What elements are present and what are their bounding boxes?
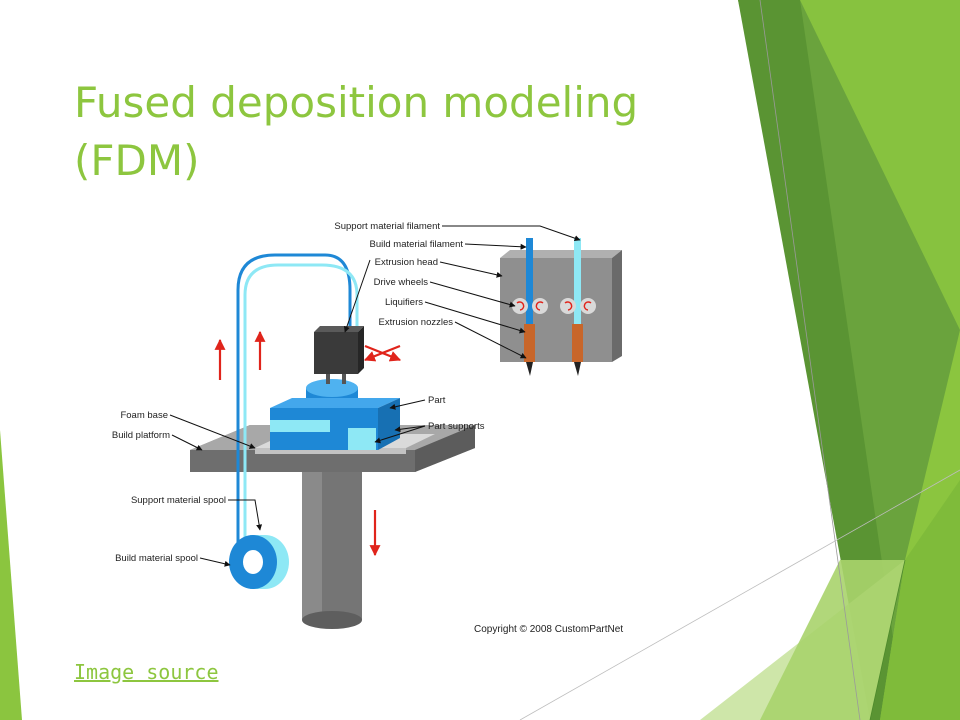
pedestal: [302, 465, 362, 629]
part: [270, 379, 400, 450]
label-build-material-filament: Build material filament: [370, 239, 464, 250]
label-drive-wheels: Drive wheels: [374, 277, 429, 288]
label-build-platform: Build platform: [112, 430, 170, 441]
leader-lines: [169, 225, 581, 567]
label-support-material-spool: Support material spool: [131, 495, 226, 506]
label-foam-base: Foam base: [120, 410, 168, 421]
label-part: Part: [428, 395, 446, 406]
filament-tubes: [236, 253, 359, 564]
label-part-supports: Part supports: [428, 421, 485, 432]
motion-arrows: [214, 330, 402, 557]
extrusion-head-detail: [500, 238, 622, 376]
title-line-2: (FDM): [74, 136, 200, 185]
copyright-text: Copyright © 2008 CustomPartNet: [474, 624, 623, 635]
slide-title: Fused deposition modeling (FDM): [74, 74, 734, 190]
label-extrusion-nozzles: Extrusion nozzles: [379, 317, 454, 328]
title-line-1: Fused deposition modeling: [74, 78, 639, 127]
label-extrusion-head: Extrusion head: [375, 257, 438, 268]
extrusion-head: [314, 326, 364, 384]
label-support-material-filament: Support material filament: [334, 221, 440, 232]
spools: [229, 535, 289, 589]
label-build-material-spool: Build material spool: [115, 553, 198, 564]
label-liquifiers: Liquifiers: [385, 297, 423, 308]
image-source-link[interactable]: Image source: [74, 660, 219, 684]
fdm-diagram: Support material filament Build material…: [112, 221, 623, 635]
